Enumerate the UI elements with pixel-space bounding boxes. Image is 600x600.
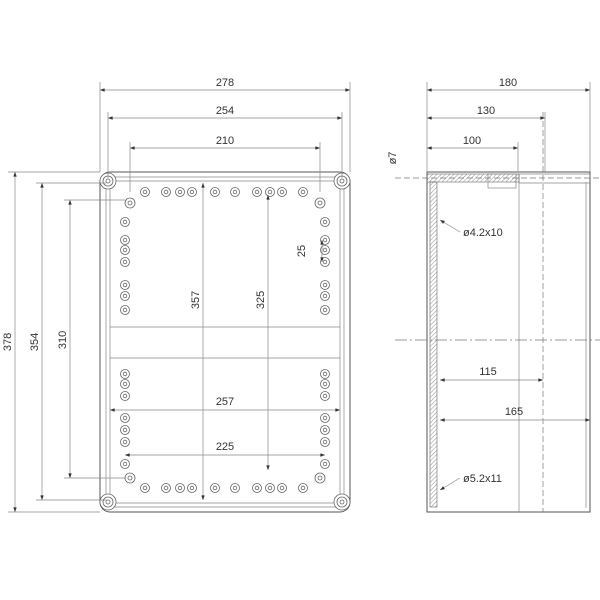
dim-height-outer: 378 <box>2 333 14 351</box>
knockout-hole-center <box>267 485 273 491</box>
knockout-hole-center <box>254 189 260 195</box>
corner-screws <box>99 172 351 511</box>
knockout-hole-center <box>122 247 128 253</box>
knockout-hole-center <box>279 485 285 491</box>
knockout-hole-center <box>279 189 285 195</box>
knockout-hole-center <box>322 381 328 387</box>
knockout-hole-center <box>142 485 148 491</box>
knockout-hole-center <box>142 189 148 195</box>
knockout-hole-center <box>163 485 169 491</box>
dim-inner-height: 357 <box>190 291 202 309</box>
corner-screw-center <box>105 499 111 505</box>
knockout-hole-center <box>122 219 128 225</box>
knockout-hole-center <box>189 189 195 195</box>
knockout-hole-center <box>322 219 328 225</box>
knockout-hole-center <box>267 189 273 195</box>
knockout-hole-center <box>163 189 169 195</box>
mounting-hole-center <box>317 200 323 206</box>
knockout-hole-center <box>322 293 328 299</box>
enclosure-outline <box>99 171 351 513</box>
dim-inner-width: 257 <box>216 396 234 408</box>
knockout-hole-center <box>254 485 260 491</box>
knockout-hole-center <box>122 393 128 399</box>
knockout-hole-center <box>122 293 128 299</box>
dim-width-outer: 278 <box>216 77 234 89</box>
body-rim <box>518 173 591 184</box>
dim-depth-total: 180 <box>499 77 517 89</box>
knockout-hole-center <box>232 189 238 195</box>
dim-inner-hole-span: 325 <box>255 291 267 309</box>
knockout-hole-center <box>322 393 328 399</box>
corner-screw-center <box>339 178 345 184</box>
inner-outline <box>109 180 341 504</box>
dim-bolt-diameter: ø7 <box>387 152 399 165</box>
knockout-hole-center <box>322 427 328 433</box>
knockout-hole-center <box>122 371 128 377</box>
knockout-hole-center <box>322 371 328 377</box>
knockout-hole-center <box>322 282 328 288</box>
mounting-hole-center <box>317 475 323 481</box>
knockout-hole-center <box>232 485 238 491</box>
knockout-hole-center <box>177 189 183 195</box>
dim-depth-inner-2: 165 <box>505 406 523 418</box>
side-outline <box>426 171 591 513</box>
knockout-hole-center <box>122 381 128 387</box>
knockout-hole-center <box>212 485 218 491</box>
lid-wall-section <box>429 181 438 508</box>
knockout-hole-center <box>122 439 128 445</box>
knockout-hole-center <box>122 237 128 243</box>
lid-hinge <box>487 173 517 189</box>
knockout-hole-center <box>322 307 328 313</box>
dim-depth-inner-1: 115 <box>479 366 497 378</box>
corner-screw-center <box>105 178 111 184</box>
knockout-holes <box>120 187 330 493</box>
knockout-hole-center <box>322 237 328 243</box>
dim-inner-hole-width: 225 <box>216 441 234 453</box>
knockout-hole-center <box>322 259 328 265</box>
label-mount-screw: ø5.2x11 <box>463 473 502 485</box>
knockout-hole-center <box>122 461 128 467</box>
knockout-hole-center <box>300 485 306 491</box>
knockout-hole-center <box>122 415 128 421</box>
knockout-hole-center <box>122 307 128 313</box>
dim-width-lid: 254 <box>216 105 234 117</box>
dim-depth-lid: 100 <box>463 135 481 147</box>
corner-screw-center <box>339 499 345 505</box>
knockout-hole-center <box>189 485 195 491</box>
label-lid-screw: ø4.2x10 <box>463 227 503 239</box>
front-view: 278 254 210 378 354 310 357 325 25 257 2… <box>2 77 351 513</box>
knockout-hole-center <box>322 439 328 445</box>
dim-width-holes: 210 <box>216 135 234 147</box>
knockout-hole-center <box>322 415 328 421</box>
lid-outline <box>105 176 345 508</box>
knockout-hole-center <box>212 189 218 195</box>
knockout-hole-center <box>122 282 128 288</box>
knockout-hole-center <box>122 427 128 433</box>
dim-hole-pitch: 25 <box>296 245 308 257</box>
knockout-hole-center <box>177 485 183 491</box>
knockout-hole-center <box>122 259 128 265</box>
mounting-hole-center <box>127 475 133 481</box>
knockout-hole-center <box>300 189 306 195</box>
knockout-hole-center <box>322 247 328 253</box>
dim-height-lid: 354 <box>29 333 41 351</box>
side-view: 180 130 100 ø7 ø4.2x10 115 165 ø5.2x11 <box>387 77 600 513</box>
dim-depth-body: 130 <box>477 105 495 117</box>
dim-height-holes: 310 <box>57 331 69 349</box>
mounting-hole-center <box>127 200 133 206</box>
knockout-hole-center <box>322 461 328 467</box>
